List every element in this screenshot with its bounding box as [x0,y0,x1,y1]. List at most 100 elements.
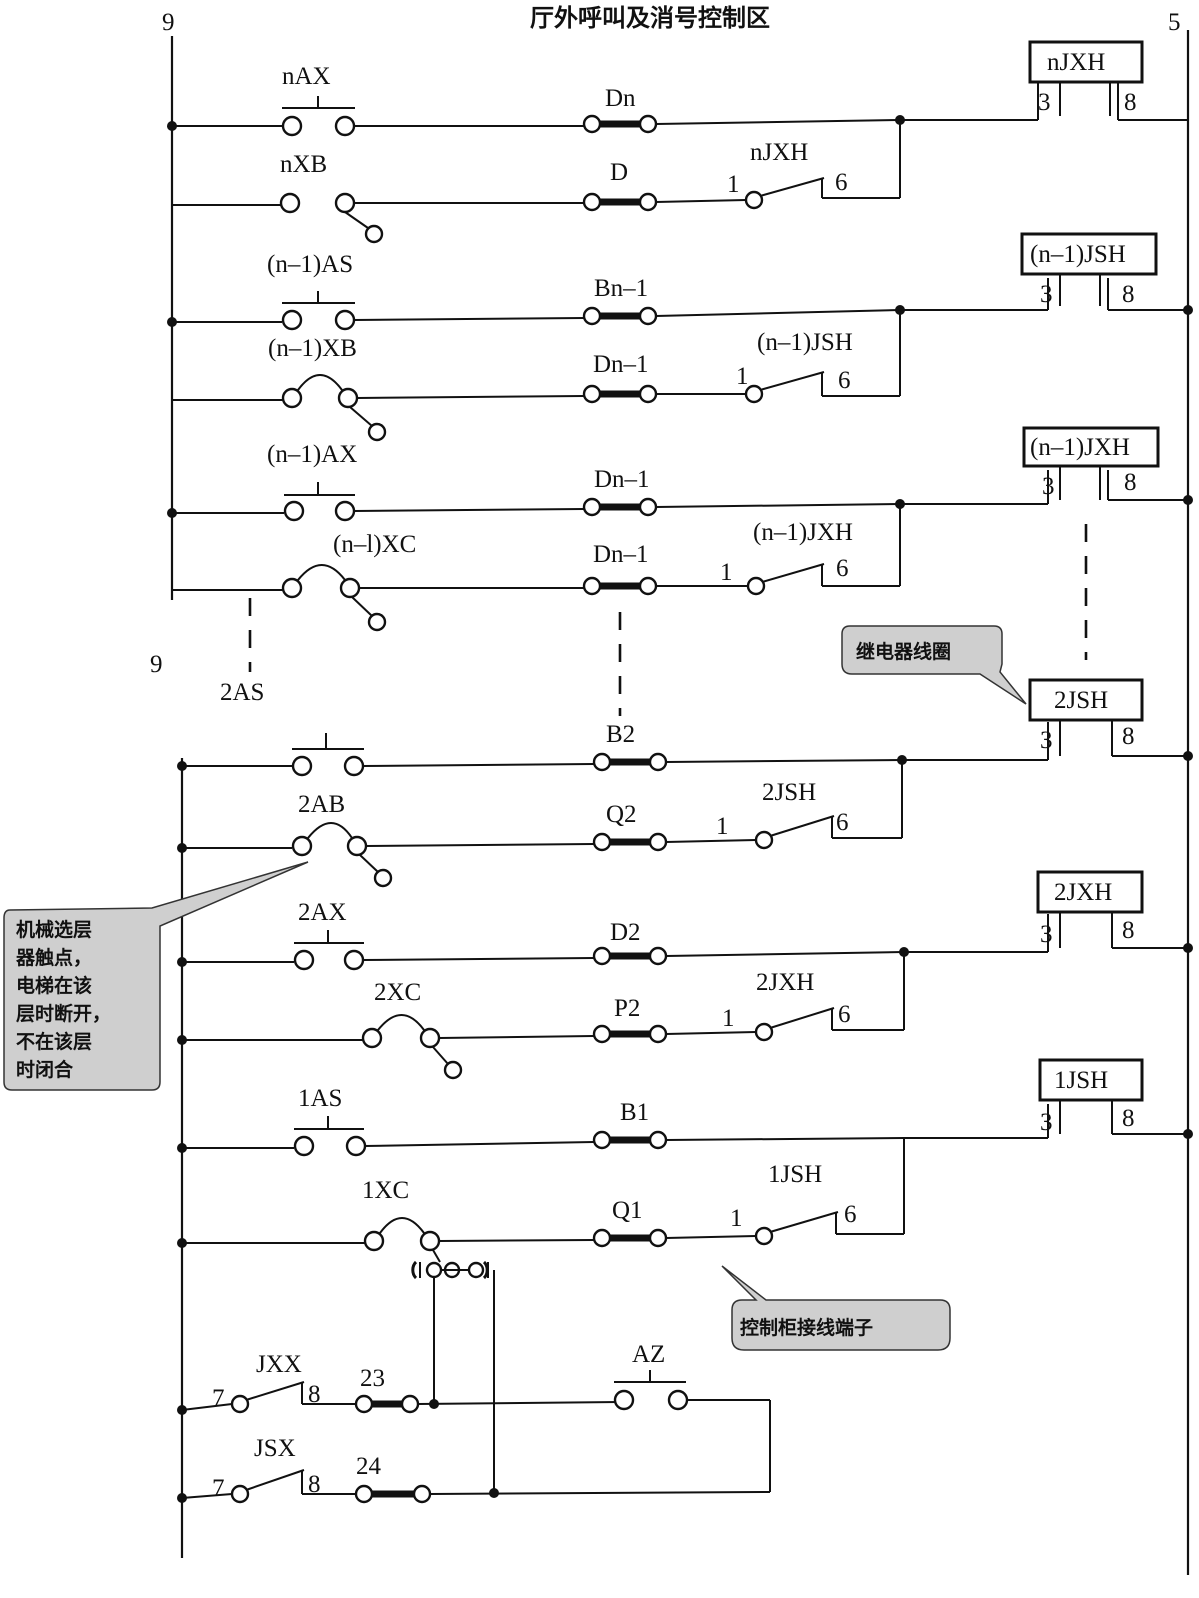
svg-text:控制柜接线端子: 控制柜接线端子 [740,1316,873,1339]
coil-n1JSH [1020,232,1158,276]
svg-text:6: 6 [838,1001,851,1028]
row-1XC: 1XC Q1 1JSH 1 6 [177,1138,905,1263]
svg-text:3: 3 [1040,921,1053,948]
label-n1AS: (n–1)AS [267,251,353,278]
svg-text:8: 8 [308,1381,321,1408]
svg-text:6: 6 [836,555,849,582]
label-n1XC: (n–l)XC [333,531,416,558]
label-2AB: 2AB [298,791,345,818]
label-Dn: Dn [605,85,636,112]
svg-text:7: 7 [212,1385,225,1412]
svg-text:8: 8 [1122,1105,1135,1132]
left-rail-label: 9 [162,9,175,36]
diagram-title: 厅外呼叫及消号控制区 [530,4,770,32]
label-Q1: Q1 [612,1197,643,1224]
label-n1XB: (n–1)XB [268,335,357,362]
label-2JXH-contact: 2JXH [756,969,814,996]
svg-text:6: 6 [836,809,849,836]
label-Bn1: Bn–1 [594,275,648,302]
callout-terminal: 控制柜接线端子 [721,1265,951,1351]
row-2AX: 2AX D2 2JXH 3 8 [177,870,1193,971]
coil-label-2JXH: 2JXH [1054,879,1112,906]
label-nXB: nXB [280,151,327,178]
svg-text:器触点，: 器触点， [15,946,92,969]
label-Q2: Q2 [606,801,637,828]
callout-relay-coil: 继电器线圈 [841,625,1027,705]
label-n1AX: (n–1)AX [267,441,357,468]
svg-text:1: 1 [722,1005,735,1032]
svg-text:7: 7 [212,1475,225,1502]
svg-text:6: 6 [838,367,851,394]
svg-text:1: 1 [727,171,740,198]
label-Dn1a: Dn–1 [593,351,649,378]
coil-2JSH [1028,678,1144,722]
label-Dn1c: Dn–1 [593,541,649,568]
coil-n1JXH [1022,426,1160,468]
row-JSX: JSX 7 8 24 [177,1435,771,1504]
svg-text:6: 6 [844,1201,857,1228]
svg-text:1: 1 [720,559,733,586]
svg-text:8: 8 [1124,469,1137,496]
coil-label-2JSH: 2JSH [1054,687,1108,714]
svg-text:8: 8 [1122,723,1135,750]
svg-text:层时断开，: 层时断开， [16,1002,111,1025]
coil-label-nJXH: nJXH [1047,49,1105,76]
svg-text:1: 1 [736,363,749,390]
svg-text:8: 8 [1122,281,1135,308]
svg-text:机械选层: 机械选层 [16,918,92,941]
coil-2JXH [1036,870,1144,914]
label-D2: D2 [610,919,641,946]
label-B2: B2 [606,721,635,748]
svg-text:6: 6 [835,169,848,196]
label-nAX: nAX [282,63,331,90]
terminal-block [411,1260,495,1493]
row-nXB: nXB D nJXH 1 6 [172,120,901,244]
svg-text:8: 8 [1122,917,1135,944]
coil-label-n1JSH: (n–1)JSH [1030,241,1126,268]
label-2AS: 2AS [220,679,264,706]
svg-text:1: 1 [730,1205,743,1232]
svg-text:8: 8 [308,1471,321,1498]
row-nAX: nAX Dn nJXH 3 8 [167,40,1188,137]
label-24: 24 [356,1453,382,1480]
coil-nJXH [1028,40,1144,84]
right-rail-label: 5 [1168,9,1181,36]
row-n1XC: (n–l)XC Dn–1 (n–1)JXH 1 6 2AS [172,504,901,716]
label-P2: P2 [614,995,640,1022]
label-AZ: AZ [632,1341,665,1368]
label-1AS: 1AS [298,1085,342,1112]
label-2JSH-contact: 2JSH [762,779,816,806]
label-Dn1b: Dn–1 [594,466,650,493]
coil-label-n1JXH: (n–1)JXH [1030,434,1130,461]
label-JSX: JSX [254,1435,296,1462]
svg-text:3: 3 [1040,1109,1053,1136]
row-2AB: 2AB Q2 2JSH 1 6 [177,760,903,888]
left-rail-mid-label: 9 [150,651,163,678]
svg-text:时闭合: 时闭合 [16,1058,74,1081]
row-2AS: B2 2JSH 3 8 [177,678,1193,777]
label-1XC: 1XC [362,1177,409,1204]
label-D: D [610,159,628,186]
coil-label-1JSH: 1JSH [1054,1067,1108,1094]
svg-text:1: 1 [716,813,729,840]
label-n1JSH-contact: (n–1)JSH [757,329,853,356]
label-23: 23 [360,1365,385,1392]
label-2AX: 2AX [298,899,347,926]
svg-text:不在该层: 不在该层 [16,1030,92,1053]
svg-text:继电器线圈: 继电器线圈 [856,640,951,663]
svg-text:3: 3 [1040,727,1053,754]
svg-text:3: 3 [1038,89,1051,116]
label-nJXH-contact: nJXH [750,139,808,166]
svg-text:8: 8 [1124,89,1137,116]
callout-selector: 机械选层 器触点， 电梯在该 层时断开， 不在该层 时闭合 [3,861,309,1091]
coil-1JSH [1038,1058,1144,1102]
label-n1JXH-contact: (n–1)JXH [753,519,853,546]
label-JXX: JXX [256,1351,302,1378]
row-n1XB: (n–1)XB Dn–1 (n–1)JSH 1 6 [172,310,901,442]
label-1JSH-contact: 1JSH [768,1161,822,1188]
